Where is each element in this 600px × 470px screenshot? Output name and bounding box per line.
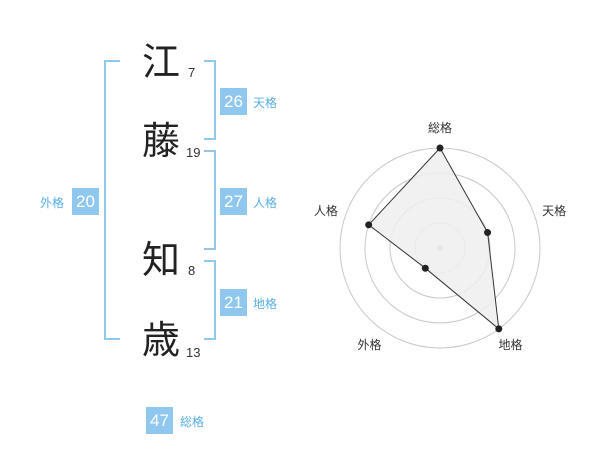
radar-axis-label-3: 地格 bbox=[498, 337, 522, 352]
radar-axis-label-4: 外格 bbox=[357, 337, 381, 352]
jinkaku-score: 27 bbox=[220, 188, 247, 215]
radar-points bbox=[365, 144, 503, 333]
gaikaku-label: 外格 bbox=[40, 196, 65, 210]
soukaku-label: 総格 bbox=[180, 415, 205, 429]
radar-point-4 bbox=[421, 264, 429, 272]
stroke-count-4: 13 bbox=[186, 345, 201, 360]
gaikaku-bracket bbox=[104, 60, 120, 340]
radar-point-3 bbox=[495, 325, 503, 333]
name-char-1: 江 bbox=[142, 40, 181, 84]
tenkaku-score: 26 bbox=[220, 88, 247, 115]
jinkaku-label: 人格 bbox=[253, 196, 278, 210]
chikaku-bracket bbox=[204, 260, 216, 340]
name-char-3: 知 bbox=[142, 238, 181, 282]
tenkaku-bracket bbox=[204, 60, 216, 140]
chikaku-score: 21 bbox=[220, 289, 247, 316]
stroke-count-3: 8 bbox=[188, 263, 196, 278]
radar-area bbox=[367, 147, 500, 331]
name-char-4: 歳 bbox=[142, 318, 181, 362]
stroke-count-2: 19 bbox=[186, 145, 201, 160]
name-char-2: 藤 bbox=[142, 119, 181, 163]
radar-axis-label-5: 人格 bbox=[314, 203, 338, 218]
radar-axis-label-1: 総格 bbox=[428, 120, 452, 135]
radar-point-1 bbox=[436, 144, 444, 152]
tenkaku-label: 天格 bbox=[253, 96, 278, 110]
stroke-count-1: 7 bbox=[188, 65, 196, 80]
soukaku-score: 47 bbox=[146, 407, 173, 434]
radar-point-5 bbox=[365, 221, 373, 229]
radar-point-2 bbox=[484, 229, 492, 237]
jinkaku-bracket bbox=[204, 150, 216, 250]
radar-axis-label-2: 天格 bbox=[542, 203, 566, 218]
gaikaku-score: 20 bbox=[72, 188, 99, 215]
chikaku-label: 地格 bbox=[253, 297, 278, 311]
